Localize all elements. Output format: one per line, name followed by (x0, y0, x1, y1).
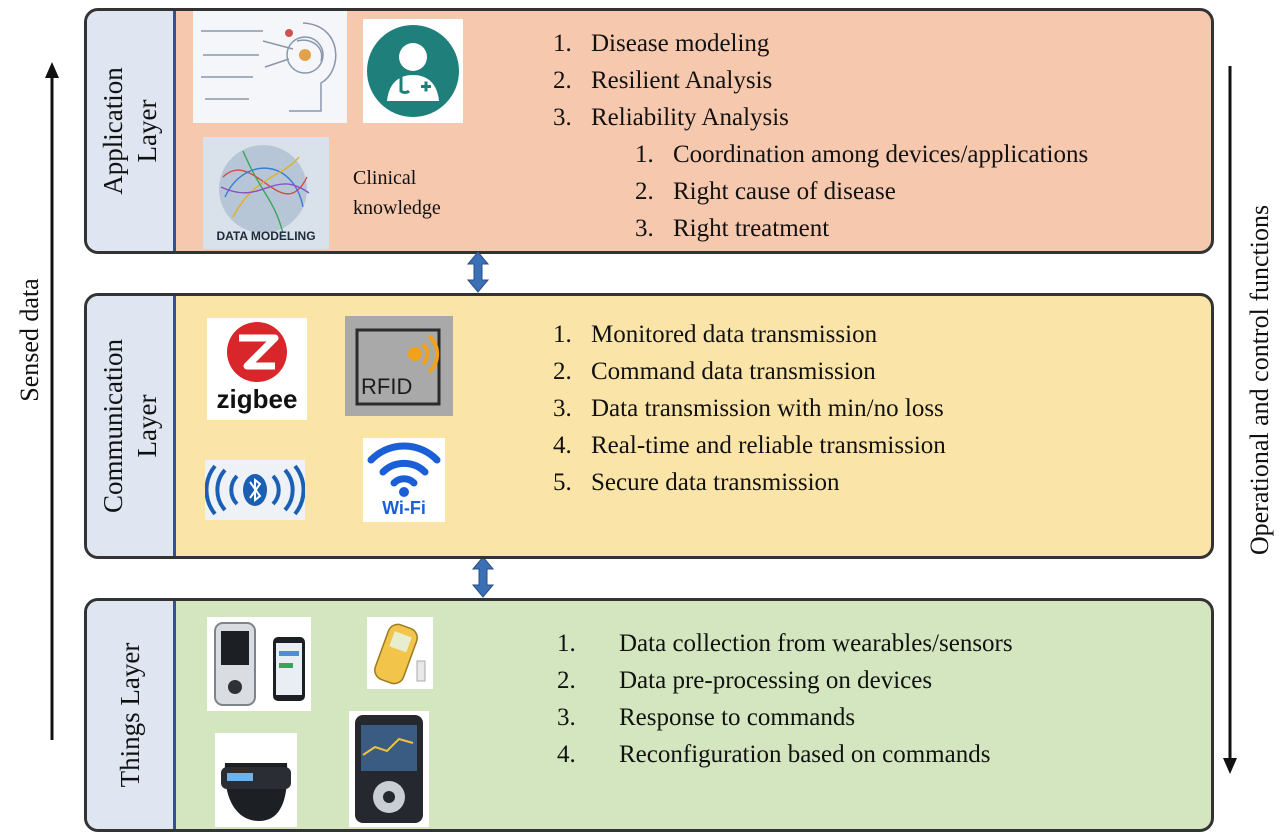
list-item: 1.Coordination among devices/application… (635, 141, 1089, 168)
things-functions-list: 1.Data collection from wearables/sensors… (557, 625, 1013, 773)
communication-layer-subtitle: Layer (132, 394, 162, 458)
list-item: 3.Right treatment (635, 215, 830, 242)
list-item: 4.Real-time and reliable transmission (553, 432, 946, 459)
list-item: 5.Secure data transmission (553, 469, 840, 496)
things-layer-tab: Things Layer (87, 601, 176, 829)
list-item: 4.Reconfiguration based on commands (557, 741, 991, 768)
pulse-oximeter-image (207, 617, 311, 711)
list-item: 1.Disease modeling (553, 30, 770, 57)
glucose-meter-image (367, 617, 433, 689)
sensed-data-label: Sensed data (15, 278, 44, 402)
clinical-knowledge-caption: Clinical knowledge (353, 167, 441, 219)
list-item: 1.Data collection from wearables/sensors (557, 630, 1013, 657)
ai-head-image (193, 11, 347, 123)
bluetooth-icon (205, 460, 305, 520)
zigbee-logo: zigbee (207, 318, 307, 420)
communication-layer-title: Communication (98, 339, 128, 513)
list-item: 2.Right cause of disease (635, 178, 896, 205)
data-modeling-image: DATA MODELING (203, 137, 329, 249)
application-layer: Application Layer (84, 8, 1214, 254)
application-layer-subtitle: Layer (132, 99, 162, 163)
insulin-pump-image (349, 711, 429, 827)
wifi-icon: Wi-Fi (363, 438, 445, 522)
list-item: 3.Data transmission with min/no loss (553, 395, 944, 422)
application-layer-tab: Application Layer (87, 11, 176, 251)
communication-layer-tab: Communication Layer (87, 296, 176, 556)
rfid-logo: RFID (345, 316, 453, 416)
things-layer-title: Things Layer (115, 642, 145, 788)
reliability-subitems-list: 1.Coordination among devices/application… (635, 136, 1088, 247)
list-item: 2.Command data transmission (553, 358, 876, 385)
operational-control-arrow (1223, 66, 1237, 774)
operational-control-label: Operational and control functions (1245, 204, 1274, 556)
comm-things-connector-arrow (472, 556, 494, 598)
list-item: 2.Resilient Analysis (553, 67, 773, 94)
doctor-icon (363, 19, 463, 123)
wrist-wearable-image (215, 733, 297, 827)
list-item: 2.Data pre-processing on devices (557, 667, 933, 694)
list-item: 3.Reliability Analysis (553, 104, 789, 131)
application-functions-list: 1.Disease modeling 2.Resilient Analysis … (553, 25, 789, 136)
communication-functions-list: 1.Monitored data transmission 2.Command … (553, 316, 946, 501)
app-comm-connector-arrow (467, 251, 489, 293)
communication-layer: Communication Layer zigbee RFID (84, 293, 1214, 559)
data-modeling-text: DATA MODELING (216, 229, 316, 243)
application-layer-title: Application (98, 67, 128, 195)
list-item: 3.Response to commands (557, 704, 856, 731)
things-layer: Things Layer (84, 598, 1214, 832)
sensed-data-arrow (45, 62, 59, 740)
list-item: 1.Monitored data transmission (553, 321, 878, 348)
